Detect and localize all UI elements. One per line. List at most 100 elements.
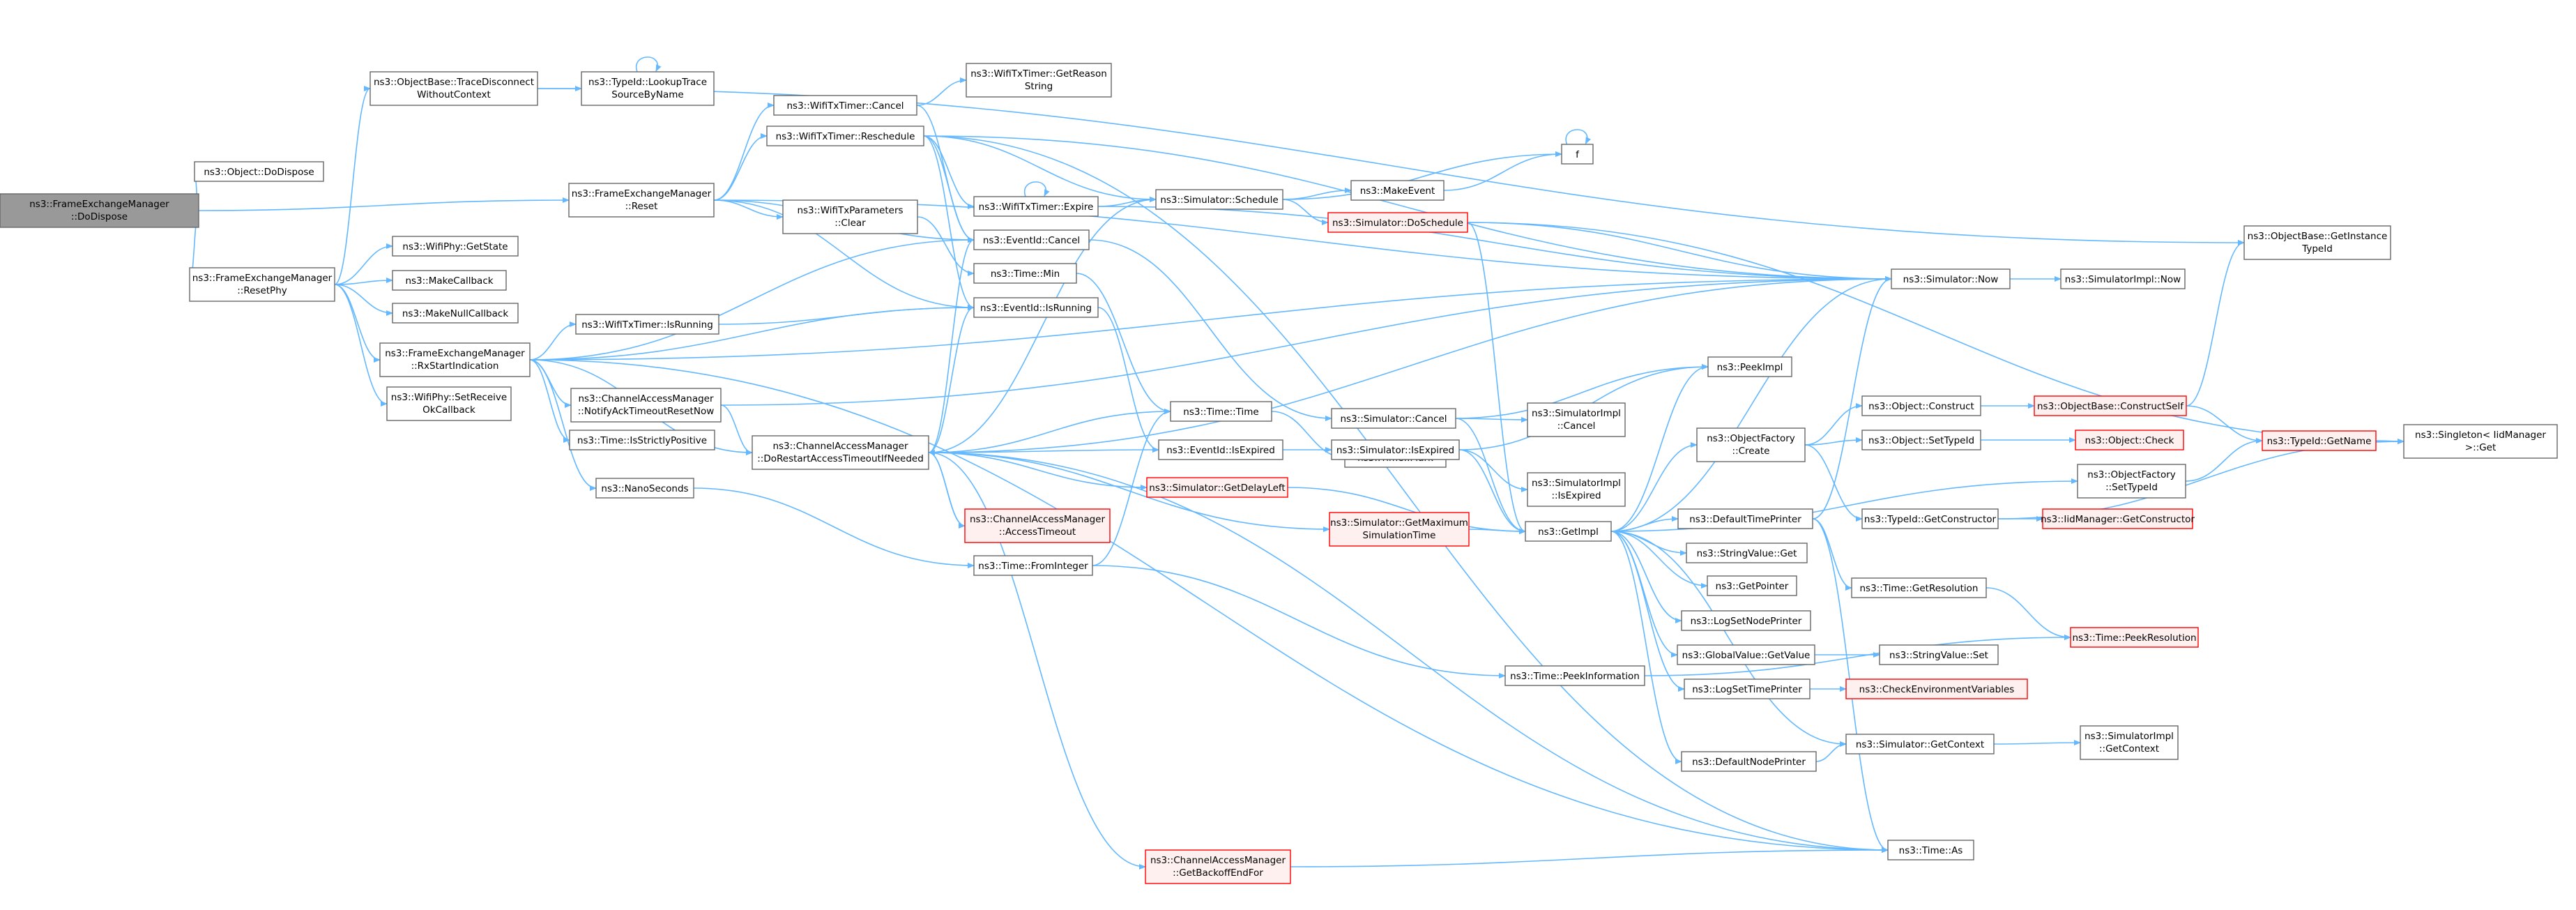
node-simulator-now[interactable]: ns3::Simulator::Now	[1891, 268, 2011, 289]
edge-txtimer_expire-to-txtimer_expire	[1023, 181, 1050, 197]
edge-typeid_getconstructor-to-singleton_get	[1997, 439, 2404, 520]
node-label: ns3::Simulator::GetContext	[1856, 739, 1984, 750]
node-simulator-getcontext[interactable]: ns3::Simulator::GetContext	[1845, 734, 1995, 754]
node-checkenvironmentvariables[interactable]: ns3::CheckEnvironmentVariables	[1845, 678, 2028, 699]
node-channelaccessmanager-dorestartaccesstimeoutifneeded[interactable]: ns3::ChannelAccessManager::DoRestartAcce…	[752, 435, 929, 470]
node-label: ns3::WifiTxTimer::GetReason	[970, 68, 1107, 79]
node-object-check[interactable]: ns3::Object::Check	[2075, 430, 2184, 450]
node-nanoseconds[interactable]: ns3::NanoSeconds	[595, 478, 694, 499]
node-logsetnodeprinter[interactable]: ns3::LogSetNodePrinter	[1681, 610, 1811, 631]
node-frameexchangemanager-reset[interactable]: ns3::FrameExchangeManager::Reset	[568, 183, 715, 218]
node-simulator-isexpired[interactable]: ns3::Simulator::IsExpired	[1331, 439, 1460, 460]
node-channelaccessmanager-accesstimeout[interactable]: ns3::ChannelAccessManager::AccessTimeout	[964, 508, 1111, 543]
edge-fem_reset-to-txtimer_resched	[713, 133, 768, 201]
node-getimpl[interactable]: ns3::GetImpl	[1525, 521, 1612, 542]
node-box	[1845, 734, 1995, 754]
node-frameexchangemanager-dodispose[interactable]: ns3::FrameExchangeManager::DoDispose	[0, 193, 199, 228]
node-objectfactory-settypeid[interactable]: ns3::ObjectFactory::SetTypeId	[2077, 464, 2186, 499]
node-makenullcallback[interactable]: ns3::MakeNullCallback	[392, 303, 519, 324]
node-stringvalue-get[interactable]: ns3::StringValue::Get	[1686, 543, 1808, 563]
node-box	[1861, 395, 1981, 416]
node-box	[2042, 508, 2193, 529]
node-simulatorimpl-isexpired[interactable]: ns3::SimulatorImpl::IsExpired	[1527, 472, 1626, 507]
node-wifiphy-getstate[interactable]: ns3::WifiPhy::GetState	[392, 236, 519, 257]
node-simulator-cancel[interactable]: ns3::Simulator::Cancel	[1331, 408, 1456, 429]
node-box	[1681, 751, 1817, 772]
node-wifitxtimer-cancel[interactable]: ns3::WifiTxTimer::Cancel	[773, 95, 917, 116]
node-label: ns3::LogSetTimePrinter	[1692, 684, 1802, 695]
node-time-time[interactable]: ns3::Time::Time	[1170, 401, 1272, 422]
node-time-as[interactable]: ns3::Time::As	[1887, 840, 1974, 860]
node-objectfactory-create[interactable]: ns3::ObjectFactory::Create	[1696, 427, 1806, 462]
node-f[interactable]: f	[1561, 144, 1594, 165]
node-channelaccessmanager-getbackoffendfor[interactable]: ns3::ChannelAccessManager::GetBackoffEnd…	[1145, 849, 1291, 884]
node-wifitxtimer-expire[interactable]: ns3::WifiTxTimer::Expire	[973, 196, 1099, 217]
node-box	[1696, 427, 1806, 462]
node-simulatorimpl-cancel[interactable]: ns3::SimulatorImpl::Cancel	[1527, 402, 1626, 437]
node-defaultnodeprinter[interactable]: ns3::DefaultNodePrinter	[1681, 751, 1817, 772]
edge-cam_dorestart-to-time_time	[928, 409, 1171, 453]
node-time-min[interactable]: ns3::Time::Min	[973, 263, 1077, 284]
node-time-frominteger[interactable]: ns3::Time::FromInteger	[973, 555, 1093, 576]
node-stringvalue-set[interactable]: ns3::StringValue::Set	[1879, 644, 1999, 665]
node-label: ns3::EventId::IsExpired	[1166, 445, 1275, 456]
node-typeid-getconstructor[interactable]: ns3::TypeId::GetConstructor	[1861, 508, 1999, 529]
node-box	[189, 267, 335, 302]
node-simulatorimpl-now[interactable]: ns3::SimulatorImpl::Now	[2060, 268, 2186, 289]
edge-resetphy-to-setreceiveok	[334, 284, 388, 407]
node-defaulttimeprinter[interactable]: ns3::DefaultTimePrinter	[1677, 508, 1813, 529]
node-peekimpl[interactable]: ns3::PeekImpl	[1707, 356, 1792, 377]
node-iidmanager-getconstructor[interactable]: ns3::IidManager::GetConstructor	[2041, 508, 2195, 529]
node-frameexchangemanager-rxstartindication[interactable]: ns3::FrameExchangeManager::RxStartIndica…	[379, 342, 531, 377]
node-makeevent[interactable]: ns3::MakeEvent	[1350, 180, 1445, 201]
node-globalvalue-getvalue[interactable]: ns3::GlobalValue::GetValue	[1677, 644, 1815, 665]
node-time-peekinformation[interactable]: ns3::Time::PeekInformation	[1504, 665, 1645, 686]
node-wifitxtimer-isrunning[interactable]: ns3::WifiTxTimer::IsRunning	[575, 314, 719, 335]
node-typeid-getname[interactable]: ns3::TypeId::GetName	[2262, 430, 2377, 451]
node-box	[2075, 430, 2184, 450]
node-singleton-iidmanager-get[interactable]: ns3::Singleton< IidManager >::Get	[2403, 424, 2558, 459]
node-eventid-isexpired[interactable]: ns3::EventId::IsExpired	[1158, 439, 1283, 460]
node-eventid-cancel[interactable]: ns3::EventId::Cancel	[973, 229, 1090, 250]
node-frameexchangemanager-resetphy[interactable]: ns3::FrameExchangeManager::ResetPhy	[189, 267, 335, 302]
node-time-peekresolution[interactable]: ns3::Time::PeekResolution	[2070, 627, 2199, 648]
node-objectbase-constructself[interactable]: ns3::ObjectBase::ConstructSelf	[2034, 395, 2187, 416]
node-simulator-schedule[interactable]: ns3::Simulator::Schedule	[1155, 189, 1283, 210]
edge-cam_dorestart-to-time_as	[928, 452, 1889, 853]
node-box	[1504, 665, 1645, 686]
edge-defaulttimeprinter-to-time_getresolution	[1812, 518, 1852, 591]
node-object-settypeid[interactable]: ns3::Object::SetTypeId	[1861, 430, 1981, 450]
node-objectbase-tracedisconnectwithoutcontext[interactable]: ns3::ObjectBase::TraceDisconnectWithoutC…	[369, 71, 538, 106]
node-label: ns3::WifiTxTimer::Reschedule	[776, 131, 915, 142]
node-object-dodispose[interactable]: ns3::Object::DoDispose	[194, 161, 324, 182]
node-time-getresolution[interactable]: ns3::Time::GetResolution	[1851, 577, 1987, 598]
node-logsettimeprinter[interactable]: ns3::LogSetTimePrinter	[1684, 678, 1811, 699]
node-label: ns3::WifiTxParameters	[797, 205, 903, 216]
node-label: ns3::WifiTxTimer::IsRunning	[581, 319, 713, 331]
node-object-construct[interactable]: ns3::Object::Construct	[1861, 395, 1981, 416]
node-box	[1879, 644, 1999, 665]
node-channelaccessmanager-notifyacktimeoutresetnow[interactable]: ns3::ChannelAccessManager::NotifyAckTime…	[570, 388, 722, 423]
edge-fem_reset-to-txtimer_cancel	[713, 103, 775, 201]
node-wifitxparameters-clear[interactable]: ns3::WifiTxParameters::Clear	[782, 199, 918, 234]
edge-cam_dorestart-to-sim_getdelayleft	[928, 452, 1148, 490]
node-simulator-getdelayleft[interactable]: ns3::Simulator::GetDelayLeft	[1146, 477, 1288, 498]
node-getpointer[interactable]: ns3::GetPointer	[1707, 575, 1797, 596]
node-box	[1677, 644, 1815, 665]
edge-objbase_constructself-to-typeid_getname	[2186, 405, 2263, 443]
node-label: ns3::WifiTxTimer::Expire	[979, 202, 1094, 213]
node-simulator-doschedule[interactable]: ns3::Simulator::DoSchedule	[1327, 212, 1468, 233]
node-wifitxtimer-reschedule[interactable]: ns3::WifiTxTimer::Reschedule	[766, 126, 924, 146]
node-eventid-isrunning[interactable]: ns3::EventId::IsRunning	[973, 297, 1099, 318]
node-time-isstrictlypositive[interactable]: ns3::Time::IsStrictlyPositive	[569, 430, 715, 450]
edge-cam_notifyack-to-cam_dorestart	[720, 404, 753, 455]
node-label: ns3::TypeId::GetName	[2267, 436, 2372, 447]
node-simulatorimpl-getcontext[interactable]: ns3::SimulatorImpl::GetContext	[2080, 725, 2179, 760]
edge-cam_accesstimeout-to-cam_dorestart	[928, 450, 966, 526]
node-makecallback[interactable]: ns3::MakeCallback	[392, 270, 507, 291]
